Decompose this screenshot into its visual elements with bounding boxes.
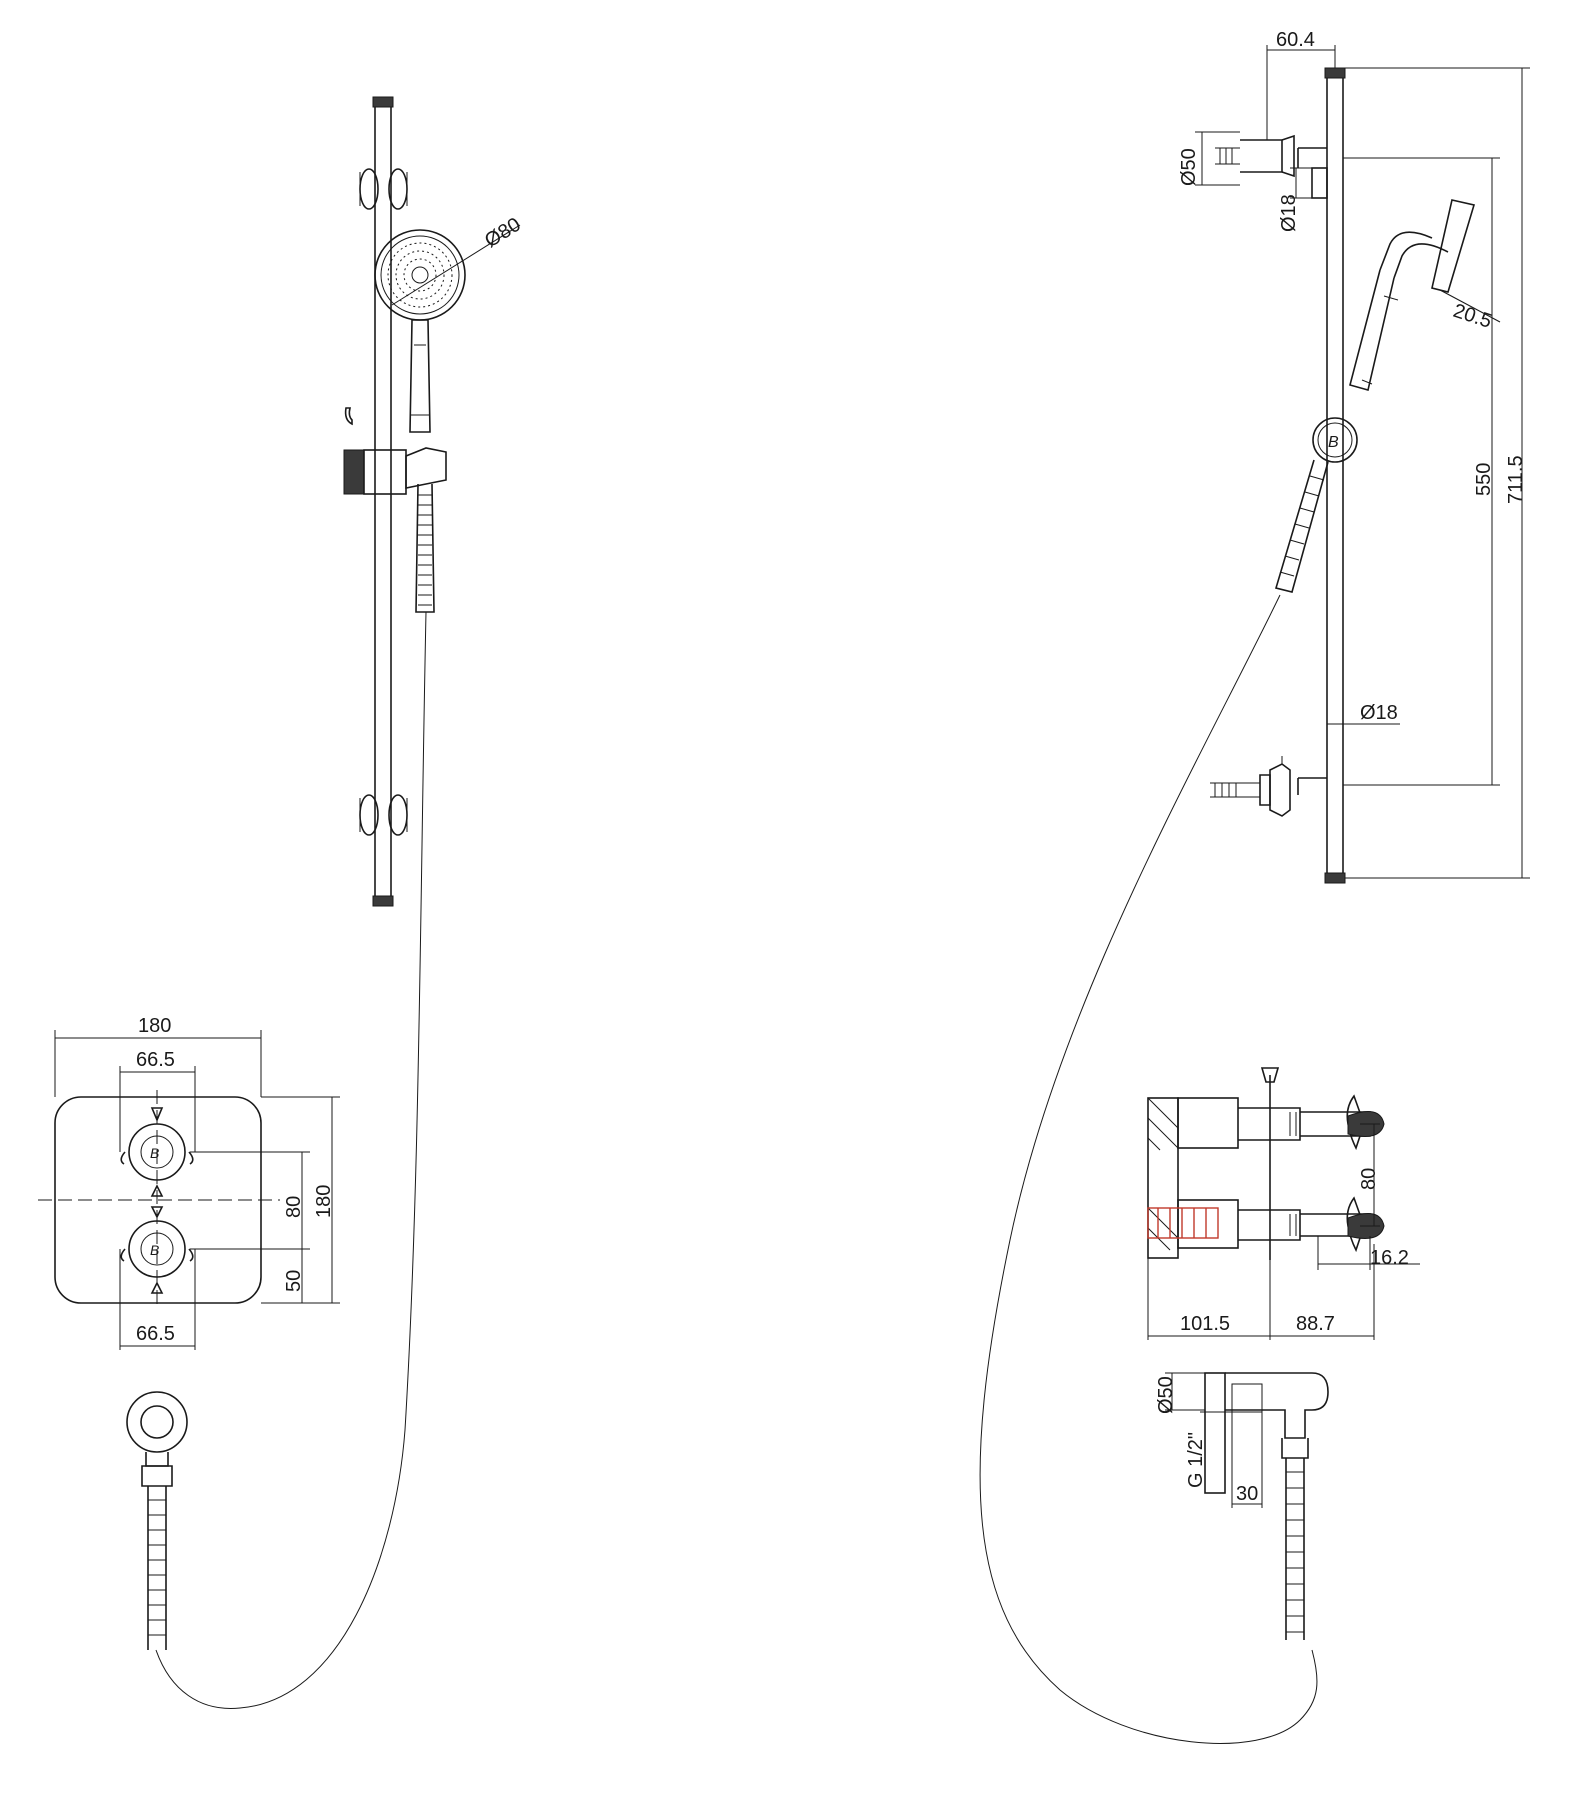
side-riser-rail xyxy=(1326,72,1344,879)
section-lower-handle xyxy=(1346,1196,1385,1253)
dim-thread-depth: 30 xyxy=(1236,1483,1258,1505)
dim-lower-offset: 50 xyxy=(283,1270,305,1292)
dim-plate-width: 180 xyxy=(138,1015,171,1037)
dim-flange-diameter: Ø50 xyxy=(1155,1376,1177,1414)
svg-text:B: B xyxy=(1328,434,1339,451)
riser-rail xyxy=(374,101,392,903)
riser-side-view: B 60.4 Ø50 Ø18 20.5 550 711.5 Ø18 xyxy=(1178,29,1530,884)
dim-handset-head-depth: 20.5 xyxy=(1450,300,1494,333)
dim-handset-height: 550 xyxy=(1473,463,1495,496)
upper-handle-logo: B xyxy=(150,1145,159,1161)
dim-rail-diameter: Ø18 xyxy=(1360,702,1398,724)
lower-cross-handle: B xyxy=(120,1206,194,1294)
highlighted-cartridge xyxy=(1147,1207,1219,1239)
side-handset xyxy=(1349,199,1476,391)
section-upper-handle xyxy=(1346,1094,1385,1151)
dim-bracket-diameter: Ø50 xyxy=(1178,148,1200,186)
upper-wall-bracket xyxy=(359,168,408,210)
side-lower-bracket xyxy=(1210,756,1327,817)
dim-thread: G 1/2" xyxy=(1185,1432,1207,1488)
lower-wall-bracket xyxy=(359,794,408,836)
valve-front-view: B B 180 66.5 66.5 80 180 50 xyxy=(38,1015,340,1350)
handset-handle xyxy=(409,319,431,433)
rail-bottom-end-cap xyxy=(372,895,394,907)
dim-rail-diameter-top: Ø18 xyxy=(1278,194,1300,232)
dim-handle-projection: 16.2 xyxy=(1370,1247,1409,1269)
hose-coil-upper xyxy=(415,483,435,613)
dim-handle-width-top: 66.5 xyxy=(136,1049,175,1071)
outlet-elbow-side-view: Ø50 G 1/2" 30 xyxy=(1155,1372,1329,1640)
slider-bracket xyxy=(343,407,447,495)
hose-front-view xyxy=(155,611,427,1709)
hose-side-view xyxy=(979,594,1318,1744)
dim-section-handle-centres: 80 xyxy=(1358,1168,1380,1190)
rail-top-end-cap xyxy=(372,96,394,108)
dim-handset-diameter: Ø80 xyxy=(481,214,525,253)
side-slider: B xyxy=(1312,417,1358,463)
dim-front-projection: 88.7 xyxy=(1296,1313,1335,1335)
valve-section-view: 80 16.2 101.5 88.7 xyxy=(1147,1067,1420,1340)
dim-overall-height: 711.5 xyxy=(1505,455,1527,504)
dim-plate-height: 180 xyxy=(313,1185,335,1218)
riser-front-view: Ø80 xyxy=(343,96,525,907)
dim-line-handset-diameter xyxy=(391,224,521,306)
outlet-elbow-front-view xyxy=(126,1391,188,1650)
handset-head xyxy=(374,229,466,321)
dim-handle-width-bottom: 66.5 xyxy=(136,1323,175,1345)
lower-handle-logo: B xyxy=(150,1242,159,1258)
upper-cross-handle: B xyxy=(120,1107,194,1197)
side-upper-bracket xyxy=(1215,134,1328,199)
dim-bracket-offset: 60.4 xyxy=(1276,29,1315,51)
dim-handle-centres: 80 xyxy=(283,1196,305,1218)
dim-body-depth: 101.5 xyxy=(1180,1313,1230,1335)
